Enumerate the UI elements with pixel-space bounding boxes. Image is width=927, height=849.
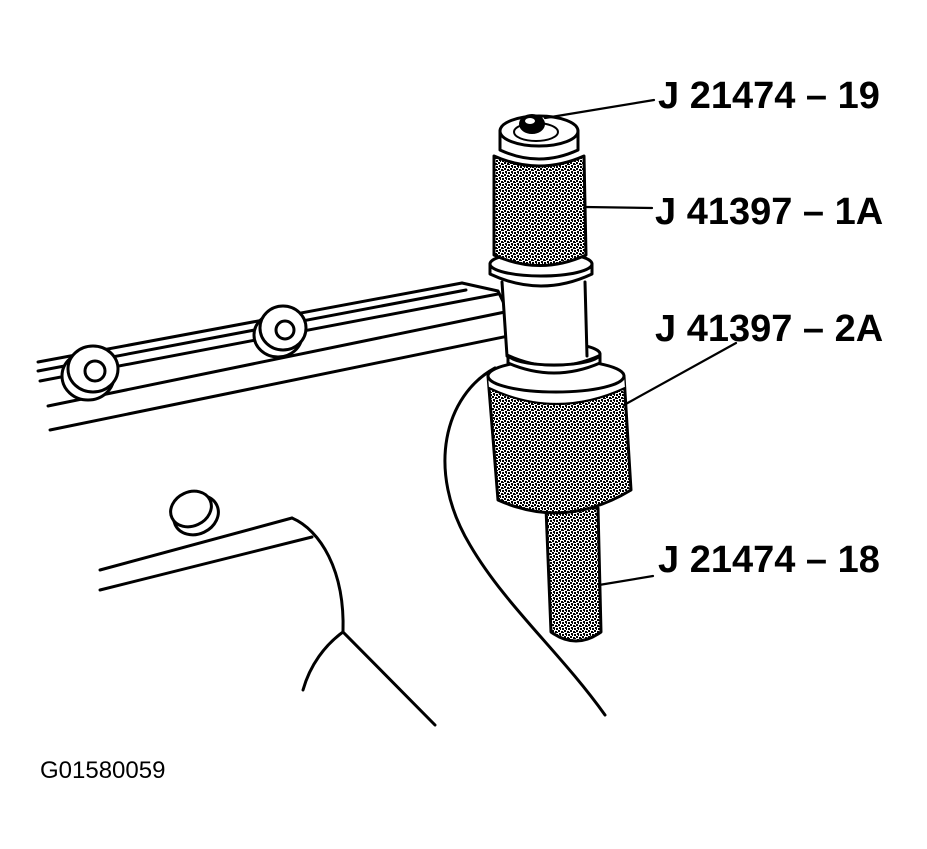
flange-edge-upper bbox=[46, 310, 507, 408]
lower-cylinder-band-edge bbox=[487, 386, 627, 406]
leader-line-2 bbox=[583, 205, 654, 210]
plate-curve-lower bbox=[301, 630, 345, 692]
callout-label-4: J 21474 – 18 bbox=[658, 539, 880, 581]
bottom-shaft bbox=[544, 506, 603, 643]
bore-curve bbox=[443, 366, 607, 717]
housing bbox=[36, 281, 607, 727]
callout-label-1: J 21474 – 19 bbox=[658, 75, 880, 117]
top-nut-highlight bbox=[525, 118, 535, 124]
plate-edge-bottom bbox=[98, 535, 314, 592]
plate-curve bbox=[290, 516, 345, 634]
lower-plate bbox=[98, 516, 437, 727]
bolt-left-hole bbox=[83, 359, 107, 383]
bolt-left bbox=[60, 344, 120, 402]
plug bbox=[169, 489, 220, 537]
plug-top bbox=[169, 489, 213, 529]
upper-cylinder bbox=[492, 154, 588, 267]
neck-fill bbox=[502, 282, 587, 361]
bolt-right bbox=[252, 304, 308, 359]
lower-cylinder bbox=[486, 358, 633, 515]
lower-ring-front-arc bbox=[506, 353, 602, 367]
leader-line-1 bbox=[543, 98, 656, 120]
neck bbox=[500, 280, 602, 367]
plate-line-diagonal bbox=[341, 630, 437, 727]
flange-edge-lower bbox=[48, 332, 520, 432]
figure-code: G01580059 bbox=[40, 757, 165, 784]
top-nut bbox=[519, 114, 545, 134]
bolt-right-hole bbox=[274, 319, 296, 341]
lower-cylinder-band bbox=[488, 376, 625, 404]
neck-right-edge bbox=[583, 280, 589, 358]
neck-left-edge bbox=[500, 280, 509, 358]
callout-label-2: J 41397 – 1A bbox=[655, 191, 883, 233]
leader-line-4 bbox=[597, 574, 655, 587]
leader-lines bbox=[543, 98, 738, 587]
top-cap bbox=[498, 114, 580, 161]
rail-line-top bbox=[36, 281, 464, 364]
plate-edge-top bbox=[98, 516, 294, 572]
leader-line-3 bbox=[622, 341, 738, 407]
tool-assembly bbox=[486, 114, 633, 643]
callout-label-3: J 41397 – 2A bbox=[655, 308, 883, 350]
